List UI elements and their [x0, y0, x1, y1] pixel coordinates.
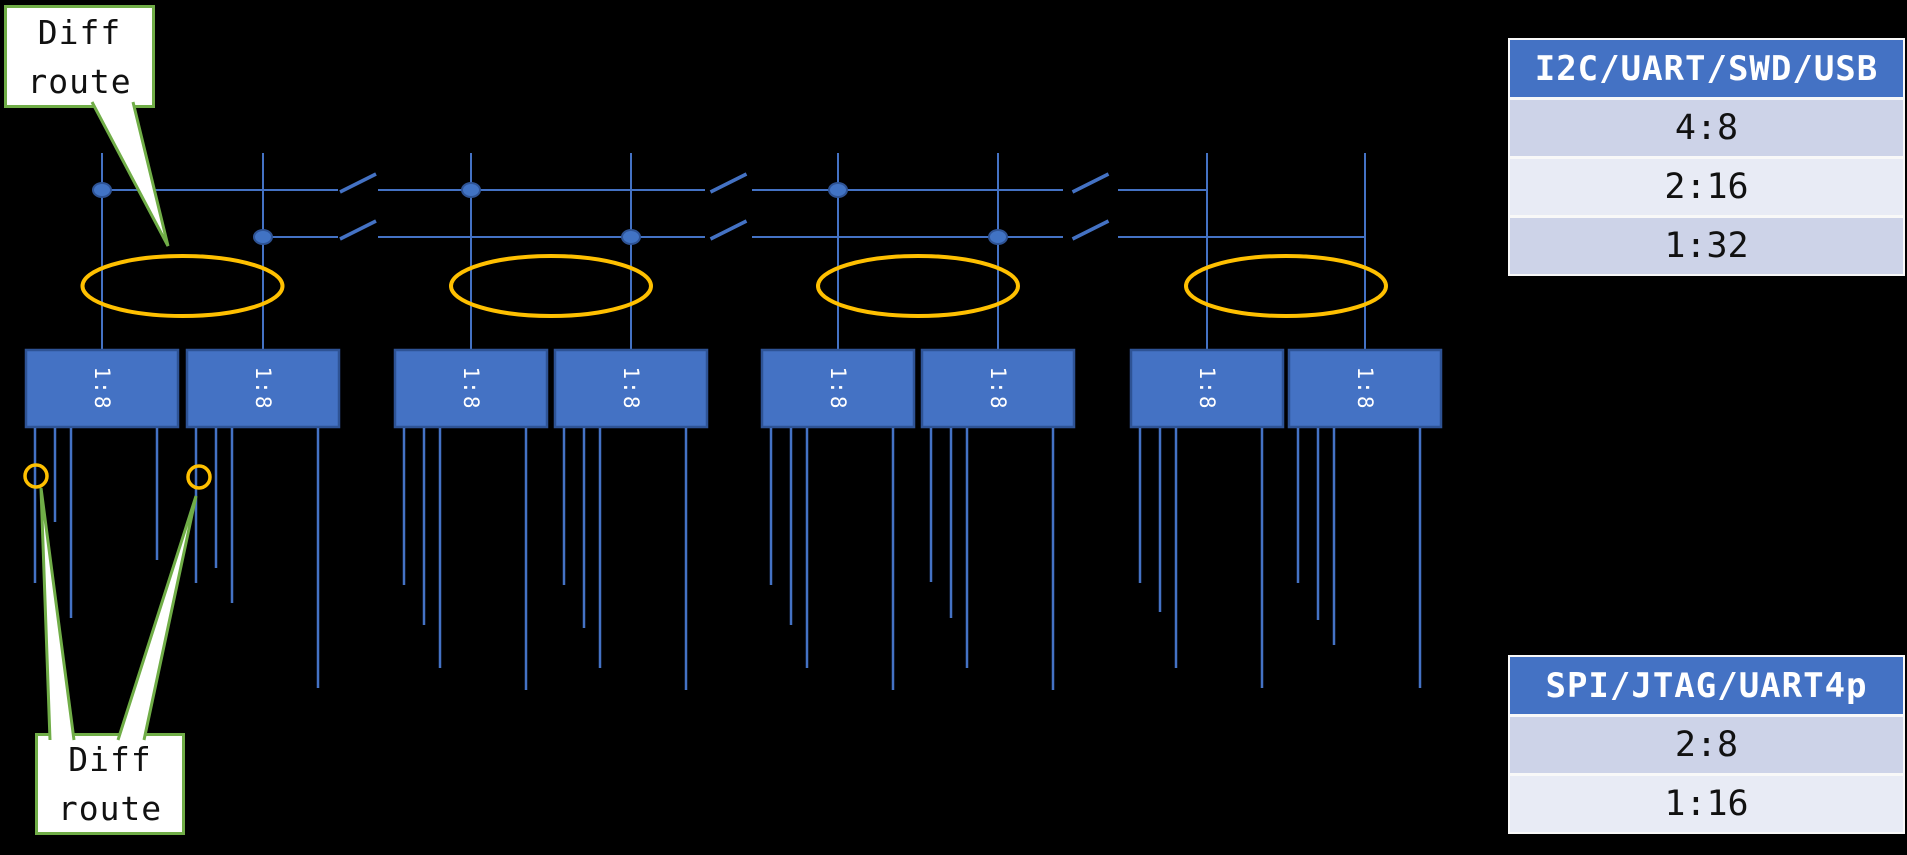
bus-tap-dot [253, 229, 273, 245]
callout-text-line: route [27, 61, 132, 101]
bus-break-slash-icon [1071, 172, 1110, 194]
mux-box-label: 1:8 [619, 367, 643, 411]
bus-tap-dot [461, 182, 481, 198]
bus-break-slash-icon [709, 219, 748, 241]
callout-text-line: Diff [68, 740, 152, 779]
mux-box [1129, 348, 1285, 429]
mux-box-label: 1:8 [251, 367, 275, 411]
bus-break-slash-icon [339, 172, 377, 194]
table-row: 2:16 [1510, 156, 1903, 215]
diff-route-ellipse [816, 254, 1020, 318]
table-row: 2:8 [1510, 714, 1903, 773]
mux-box [920, 348, 1076, 429]
mux-box-label: 1:8 [459, 367, 483, 411]
bus-tap-dot [92, 182, 112, 198]
bus-break-slash-icon [339, 219, 377, 241]
table-row: 4:8 [1510, 97, 1903, 156]
mux-box-label: 1:8 [1195, 367, 1219, 411]
table-row: 1:32 [1510, 215, 1903, 274]
diff-route-circle [23, 463, 49, 489]
callout-text-line: route [57, 789, 163, 828]
mux-box [553, 348, 709, 429]
diff-route-ellipse [80, 254, 285, 318]
mux-box [185, 348, 341, 429]
mux-box-label: 1:8 [826, 367, 850, 411]
mux-box [24, 348, 180, 429]
bus-tap-dot [621, 229, 641, 245]
diff-route-ellipse [449, 254, 653, 318]
table-header: I2C/UART/SWD/USB [1510, 40, 1903, 97]
mux-box [1287, 348, 1443, 429]
table-header: SPI/JTAG/UART4p [1510, 657, 1903, 714]
bus-tap-dot [828, 182, 848, 198]
bus-break-slash-icon [1071, 219, 1110, 241]
callout-diff-route-bottom: Diff route [35, 733, 185, 835]
mux-box-label: 1:8 [90, 367, 114, 411]
diff-route-circle [186, 464, 212, 490]
mux-box [393, 348, 549, 429]
mux-box [760, 348, 916, 429]
diff-route-ellipse [1184, 254, 1388, 318]
bus-break-slash-icon [709, 172, 748, 194]
mux-box-label: 1:8 [1353, 367, 1377, 411]
table-row: 1:16 [1510, 773, 1903, 832]
bus-tap-dot [988, 229, 1008, 245]
callout-diff-route-top: Diff route [4, 5, 155, 108]
callout-text-line: Diff [37, 12, 122, 52]
mux-box-label: 1:8 [986, 367, 1010, 411]
